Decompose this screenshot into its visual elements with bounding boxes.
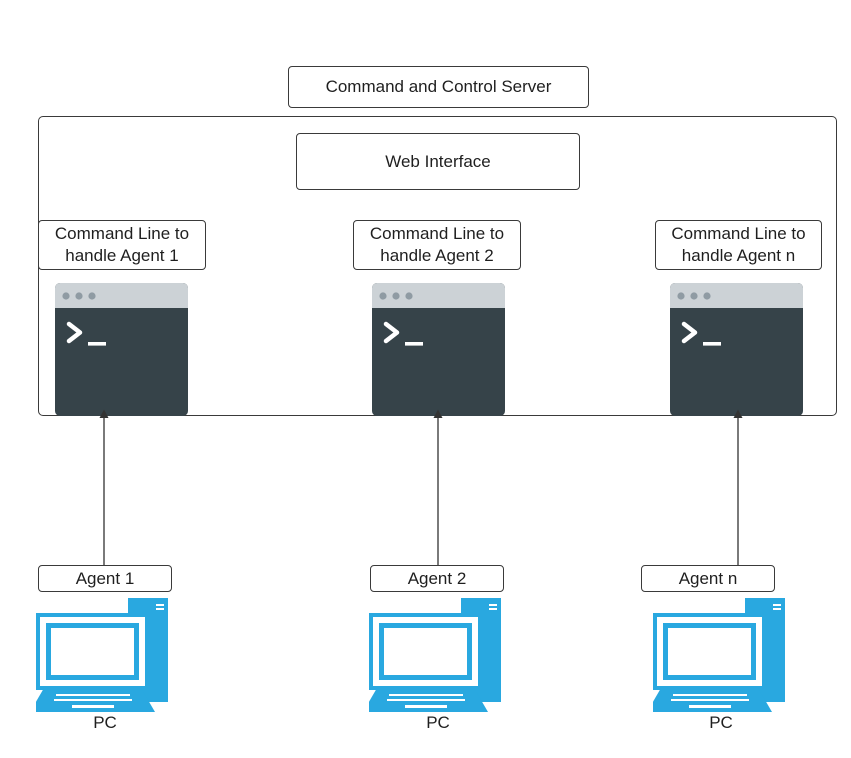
command-line-label-3-line1: Command Line to bbox=[671, 224, 806, 243]
agent-label-2-text: Agent 2 bbox=[407, 568, 467, 588]
command-line-label-2-line2: handle Agent 2 bbox=[380, 246, 494, 265]
command-line-label-3: Command Line to handle Agent n bbox=[655, 220, 822, 270]
server-title: Command and Control Server bbox=[325, 77, 552, 96]
server-title-box: Command and Control Server bbox=[288, 66, 589, 108]
terminal-icon bbox=[372, 283, 505, 416]
command-line-label-1-line1: Command Line to bbox=[54, 224, 190, 243]
desktop-pc-icon bbox=[36, 598, 168, 712]
desktop-pc-icon bbox=[369, 598, 501, 712]
terminal-icon bbox=[55, 283, 188, 416]
web-interface-label: Web Interface bbox=[385, 151, 491, 171]
pc-label-3: PC bbox=[709, 713, 733, 732]
agent-label-1: Agent 1 bbox=[38, 565, 172, 592]
pc-label-1: PC bbox=[93, 713, 117, 732]
command-line-label-1-line2: handle Agent 1 bbox=[65, 246, 179, 265]
agent-label-3-text: Agent n bbox=[678, 568, 738, 588]
agent-label-1-text: Agent 1 bbox=[75, 568, 135, 588]
web-interface-box: Web Interface bbox=[296, 133, 580, 190]
desktop-pc-icon bbox=[653, 598, 785, 712]
command-line-label-2: Command Line to handle Agent 2 bbox=[353, 220, 521, 270]
pc-label-2: PC bbox=[426, 713, 450, 732]
agent-label-3: Agent n bbox=[641, 565, 775, 592]
command-line-label-3-line2: handle Agent n bbox=[681, 246, 796, 265]
command-line-label-2-line1: Command Line to bbox=[369, 224, 505, 243]
agent-label-2: Agent 2 bbox=[370, 565, 504, 592]
terminal-icon bbox=[670, 283, 803, 416]
command-line-label-1: Command Line to handle Agent 1 bbox=[38, 220, 206, 270]
